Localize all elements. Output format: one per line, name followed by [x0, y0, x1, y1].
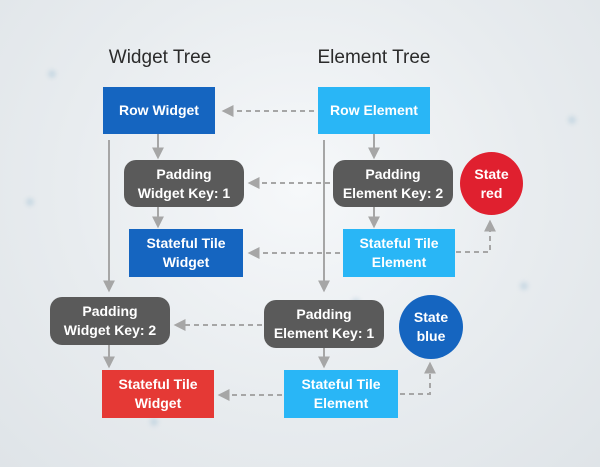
- padding-widget-key2-node: Padding Widget Key: 2: [50, 297, 170, 345]
- padding-widget-key1-node: Padding Widget Key: 1: [124, 160, 244, 207]
- row-element-node: Row Element: [318, 87, 430, 134]
- padding-element-key1-node: Padding Element Key: 1: [264, 300, 384, 348]
- row-widget-node: Row Widget: [103, 87, 215, 134]
- background-bokeh: [568, 116, 576, 124]
- state-red-node: State red: [460, 152, 523, 215]
- widget-tree-title: Widget Tree: [108, 47, 212, 68]
- background-bokeh: [520, 282, 528, 290]
- stateful-tile-widget2-node: Stateful Tile Widget: [102, 370, 214, 418]
- stateful-tile-widget1-node: Stateful Tile Widget: [129, 229, 243, 277]
- background-bokeh: [26, 198, 34, 206]
- background-bokeh: [48, 70, 56, 78]
- background-bokeh: [150, 418, 158, 426]
- dashed-tile-b-to-state-blue: [400, 361, 436, 395]
- stateful-tile-element-a-node: Stateful Tile Element: [343, 229, 455, 277]
- dashed-tile-a-to-state-red: [456, 219, 496, 253]
- stateful-tile-element-b-node: Stateful Tile Element: [284, 370, 398, 418]
- padding-element-key2-node: Padding Element Key: 2: [333, 160, 453, 207]
- state-blue-node: State blue: [399, 295, 463, 359]
- element-tree-title: Element Tree: [317, 47, 431, 68]
